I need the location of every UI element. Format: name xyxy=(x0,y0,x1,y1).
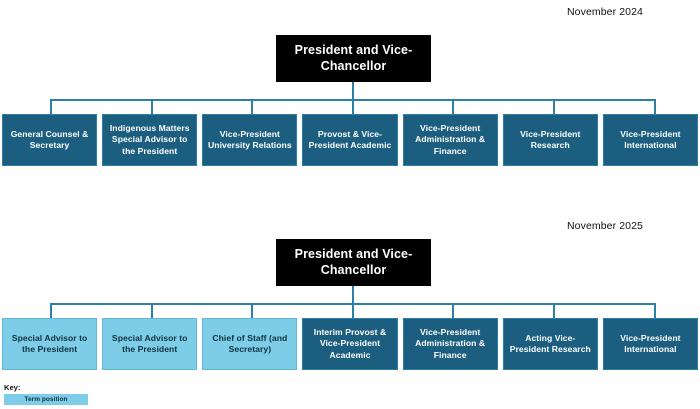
connector-drop xyxy=(50,99,52,115)
connector-drop xyxy=(151,99,153,115)
org-node[interactable]: Vice-President Administration & Finance xyxy=(402,114,498,166)
connector-drop xyxy=(553,303,555,319)
connector-drop xyxy=(654,303,656,319)
connector-drop xyxy=(654,99,656,115)
root-node-2025[interactable]: President and Vice-Chancellor xyxy=(276,239,431,286)
connector-stem xyxy=(352,286,354,304)
org-node[interactable]: General Counsel & Secretary xyxy=(2,114,98,166)
legend-title: Key: xyxy=(4,383,21,392)
org-node[interactable]: Vice-President University Relations xyxy=(202,114,298,166)
org-node[interactable]: Special Advisor to the President xyxy=(2,318,98,370)
legend: Key: Term position xyxy=(4,383,154,405)
org-node[interactable]: Provost & Vice-President Academic xyxy=(302,114,398,166)
connector-drop xyxy=(553,99,555,115)
chart-date-label-2024: November 2024 xyxy=(566,6,643,18)
connector-drop xyxy=(352,99,354,115)
legend-swatch-label: Term position xyxy=(24,396,68,403)
connector-drop xyxy=(251,99,253,115)
org-node[interactable]: Vice-President International xyxy=(602,114,698,166)
org-node[interactable]: Acting Vice-President Research xyxy=(502,318,598,370)
connector-stem xyxy=(352,82,354,100)
org-node[interactable]: Vice-President International xyxy=(602,318,698,370)
node-row-2025: Special Advisor to the President Special… xyxy=(0,318,700,370)
connector-drop xyxy=(151,303,153,319)
connector-drop xyxy=(352,303,354,319)
org-node[interactable]: Vice-President Administration & Finance xyxy=(402,318,498,370)
org-node[interactable]: Indigenous Matters Special Advisor to th… xyxy=(102,114,198,166)
connector-drop xyxy=(452,303,454,319)
org-chart-2025: November 2025 President and Vice-Chancel… xyxy=(0,209,700,409)
org-node[interactable]: Chief of Staff (and Secretary) xyxy=(202,318,298,370)
root-node-2024[interactable]: President and Vice-Chancellor xyxy=(276,35,431,82)
org-chart-2024: November 2024 President and Vice-Chancel… xyxy=(0,0,700,200)
org-node[interactable]: Vice-President Research xyxy=(502,114,598,166)
org-node[interactable]: Interim Provost & Vice-President Academi… xyxy=(302,318,398,370)
connector-drop xyxy=(50,303,52,319)
chart-date-label-2025: November 2025 xyxy=(566,220,643,232)
connector-drop xyxy=(251,303,253,319)
org-node[interactable]: Special Advisor to the President xyxy=(102,318,198,370)
legend-swatch-term-position: Term position xyxy=(4,394,88,405)
node-row-2024: General Counsel & Secretary Indigenous M… xyxy=(0,114,700,166)
connector-drop xyxy=(452,99,454,115)
